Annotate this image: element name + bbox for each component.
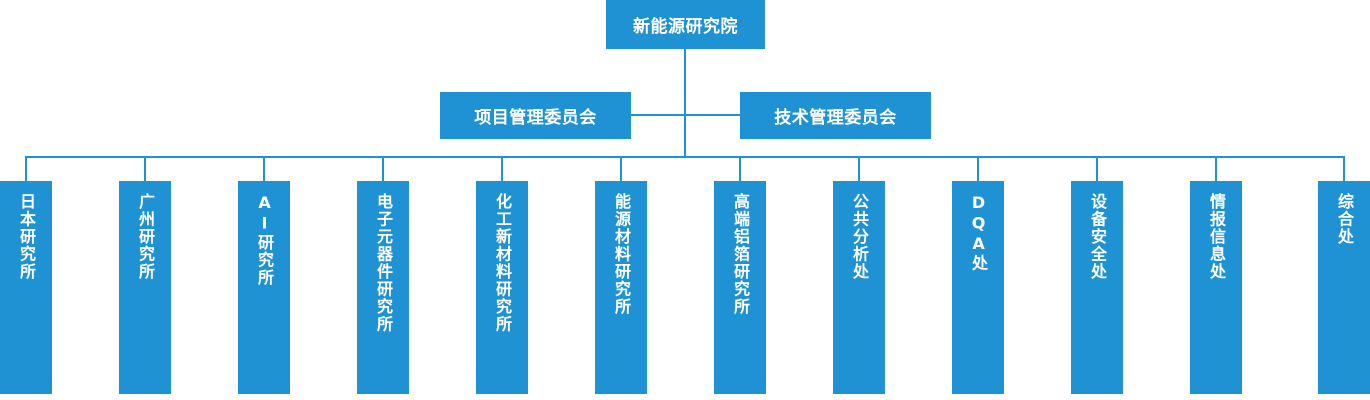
node-department-4-label: 电子元器件研究所 [374, 193, 394, 333]
node-project-management-committee-label: 项目管理委员会 [474, 108, 597, 128]
node-department-10[interactable]: 设备安全处 [1071, 181, 1123, 394]
node-department-10-label: 设备安全处 [1088, 193, 1108, 281]
node-root[interactable]: 新能源研究院 [606, 0, 765, 49]
connector-department-bus [26, 156, 1344, 158]
connector-drop-11 [1215, 156, 1217, 181]
node-department-3-label: AI研究所 [255, 193, 275, 287]
node-department-8[interactable]: 公共分析处 [833, 181, 885, 394]
connector-drop-6 [620, 156, 622, 181]
node-department-2-label: 广州研究所 [136, 193, 156, 281]
connector-drop-2 [144, 156, 146, 181]
connector-drop-1 [25, 156, 27, 181]
node-department-7[interactable]: 高端铝箔研究所 [714, 181, 766, 394]
node-department-1[interactable]: 日本研究所 [0, 181, 52, 394]
connector-drop-10 [1096, 156, 1098, 181]
connector-drop-9 [977, 156, 979, 181]
node-department-5-label: 化工新材料研究所 [493, 193, 513, 333]
node-department-4[interactable]: 电子元器件研究所 [357, 181, 409, 394]
node-department-12[interactable]: 综合处 [1318, 181, 1370, 394]
node-department-11[interactable]: 情报信息处 [1190, 181, 1242, 394]
node-department-9[interactable]: DQA处 [952, 181, 1004, 394]
node-department-12-label: 综合处 [1335, 193, 1355, 246]
node-department-7-label: 高端铝箔研究所 [731, 193, 751, 316]
node-department-6[interactable]: 能源材料研究所 [595, 181, 647, 394]
node-department-6-label: 能源材料研究所 [612, 193, 632, 316]
connector-root-stem [684, 49, 686, 157]
node-department-5[interactable]: 化工新材料研究所 [476, 181, 528, 394]
connector-drop-8 [858, 156, 860, 181]
connector-drop-4 [382, 156, 384, 181]
connector-drop-7 [739, 156, 741, 181]
node-technical-management-committee[interactable]: 技术管理委员会 [740, 92, 931, 139]
connector-committee-left [631, 114, 685, 116]
node-department-9-label: DQA处 [969, 193, 989, 272]
node-department-8-label: 公共分析处 [850, 193, 870, 281]
node-root-label: 新能源研究院 [633, 17, 738, 37]
connector-drop-3 [263, 156, 265, 181]
node-project-management-committee[interactable]: 项目管理委员会 [440, 92, 631, 139]
node-department-11-label: 情报信息处 [1207, 193, 1227, 281]
connector-committee-right [684, 114, 740, 116]
node-department-2[interactable]: 广州研究所 [119, 181, 171, 394]
node-technical-management-committee-label: 技术管理委员会 [774, 108, 897, 128]
node-department-1-label: 日本研究所 [17, 193, 37, 281]
connector-drop-5 [501, 156, 503, 181]
connector-drop-12 [1343, 156, 1345, 181]
node-department-3[interactable]: AI研究所 [238, 181, 290, 394]
